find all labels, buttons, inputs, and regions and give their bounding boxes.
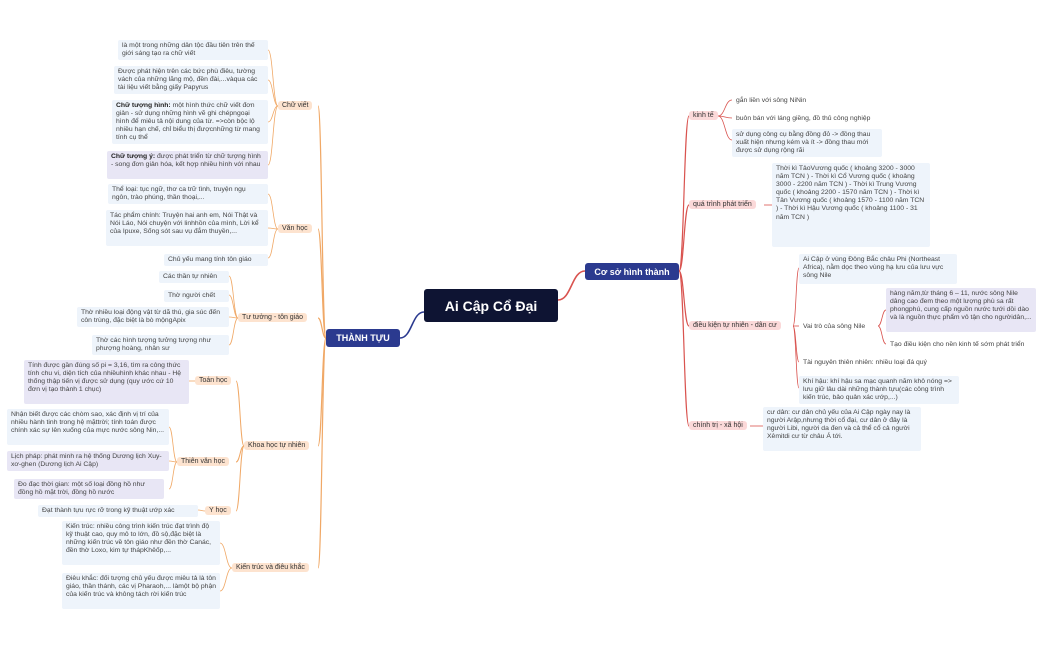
link-root-left bbox=[399, 311, 425, 339]
link-van-hoc-0 bbox=[267, 193, 279, 230]
link-van-hoc-1 bbox=[267, 227, 279, 230]
link-left-branch-1 bbox=[317, 228, 327, 339]
leaf-cu-dan: cư dân: cư dân chủ yếu của Ai Cập ngày n… bbox=[763, 407, 921, 451]
link-right-branch-0 bbox=[678, 115, 690, 272]
main-topic-thanh-tuu[interactable]: THÀNH TỰU bbox=[326, 329, 400, 347]
topic-chu-viet[interactable]: Chữ viết bbox=[278, 101, 313, 110]
leaf-chu-tuong-hinh: Chữ tượng hình: một hình thức chữ viết đ… bbox=[112, 100, 268, 144]
link-right-branch-1 bbox=[678, 204, 690, 272]
topic-kinh-te[interactable]: kinh tế bbox=[689, 111, 718, 120]
leaf-tac-pham: Tác phẩm chính: Truyện hai anh em, Nói T… bbox=[106, 210, 268, 246]
leaf-kinh-te-3: sử dụng công cụ bằng đồng đỏ -> đồng tha… bbox=[732, 129, 882, 157]
leaf-kinh-te-2: buôn bán với láng giềng, đồ thủ công ngh… bbox=[736, 115, 871, 122]
leaf-do-dac-thoi-gian: Đo đạc thời gian: một số loại đồng hồ nh… bbox=[14, 479, 164, 499]
link-tu-tuong-0 bbox=[228, 275, 239, 319]
leaf-kinh-te-1: gắn liền với sông NiNin bbox=[736, 97, 807, 104]
leaf-tho-dong-vat: Thờ nhiều loại động vật từ dã thú, gia s… bbox=[77, 307, 229, 327]
link-y-hoc bbox=[197, 509, 206, 512]
link-chu-viet-0 bbox=[267, 49, 279, 107]
link-khoa-hoc-0 bbox=[235, 380, 245, 447]
link-thien-van-0 bbox=[168, 426, 178, 463]
link-kien-truc-0 bbox=[219, 542, 233, 569]
link-left-branch-4 bbox=[317, 337, 327, 569]
leaf-nile-phu-sa: hàng năm,từ tháng 6 – 11, nước sông Nile… bbox=[886, 288, 1036, 332]
topic-tu-tuong-ton-giao[interactable]: Tư tưởng - tôn giáo bbox=[238, 313, 308, 322]
link-tu-tuong-2 bbox=[228, 316, 239, 319]
topic-y-hoc[interactable]: Y học bbox=[205, 506, 231, 515]
leaf-toan-hoc: Tính được gần đúng số pi = 3,16, tìm ra … bbox=[24, 360, 189, 404]
leaf-qua-trinh-phat-trien: Thời kì TảoVương quốc ( khoảng 3200 - 30… bbox=[772, 163, 930, 247]
leaf-chu-viet-2: Được phát hiện trên các bức phù điêu, tư… bbox=[114, 66, 268, 94]
leaf-chom-sao: Nhận biết được các chòm sao, xác định vị… bbox=[7, 409, 169, 445]
leaf-lich-phap: Lịch pháp: phát minh ra hệ thống Dương l… bbox=[7, 451, 169, 471]
leaf-vai-tro-song-nile[interactable]: Vai trò của sông Nile bbox=[803, 323, 866, 330]
leaf-tai-nguyen: Tài nguyên thiên nhiên: nhiều loại đá qu… bbox=[803, 359, 927, 366]
link-kien-truc-1 bbox=[219, 567, 233, 592]
link-left-branch-0 bbox=[317, 105, 327, 339]
leaf-tho-hinh-tuong: Thờ các hình tượng tưởng tượng như phượn… bbox=[92, 335, 229, 355]
link-khoa-hoc-2 bbox=[235, 445, 245, 512]
link-chu-viet-1 bbox=[267, 79, 279, 107]
root-topic[interactable]: Ai Cập Cổ Đại bbox=[424, 289, 558, 322]
leaf-kien-truc: Kiến trúc: nhiều công trình kiến trúc đạ… bbox=[62, 521, 220, 565]
link-chu-viet-3 bbox=[267, 105, 279, 166]
leaf-chu-tuong-y: Chữ tượng ý: được phát triển từ chữ tượn… bbox=[107, 151, 268, 179]
topic-toan-hoc[interactable]: Toán học bbox=[195, 376, 232, 385]
link-dieu-kien-0 bbox=[792, 267, 800, 327]
link-dieu-kien-3 bbox=[792, 325, 800, 389]
link-right-branch-3 bbox=[678, 270, 690, 427]
link-kinh-te-2 bbox=[717, 115, 733, 141]
link-tu-tuong-3 bbox=[228, 317, 239, 346]
link-kinh-te-0 bbox=[717, 99, 733, 117]
link-root-right bbox=[557, 270, 586, 301]
leaf-than-tu-nhien: Các thần tự nhiên bbox=[159, 271, 229, 284]
link-right-branch-2 bbox=[678, 270, 690, 327]
link-nile-0 bbox=[877, 309, 887, 327]
leaf-ton-giao-van-hoc: Chủ yếu mang tính tôn giáo bbox=[164, 254, 268, 267]
topic-dieu-kien-tu-nhien[interactable]: điều kiện tự nhiên - dân cư bbox=[689, 321, 781, 330]
link-van-hoc-2 bbox=[267, 228, 279, 259]
topic-van-hoc[interactable]: Văn học bbox=[278, 224, 312, 233]
leaf-khi-hau: Khí hậu: khí hậu sa mạc quanh năm khô nó… bbox=[799, 376, 959, 404]
main-topic-co-so-hinh-thanh[interactable]: Cơ sở hình thành bbox=[585, 263, 679, 280]
link-thien-van-2 bbox=[168, 461, 178, 490]
topic-khoa-hoc-tu-nhien[interactable]: Khoa học tự nhiên bbox=[244, 441, 310, 450]
leaf-nile-kinh-te: Tạo điều kiện cho nền kinh tế sớm phát t… bbox=[890, 341, 1025, 348]
leaf-chu-viet-1: là một trong những dân tộc đầu tiên trên… bbox=[118, 40, 268, 60]
link-thien-van-1 bbox=[168, 460, 178, 463]
topic-chinh-tri-xa-hoi[interactable]: chính trị - xã hội bbox=[689, 421, 747, 430]
link-khoa-hoc-1 bbox=[235, 445, 245, 463]
link-tu-tuong-1 bbox=[228, 294, 239, 319]
link-left-branch-2 bbox=[317, 317, 327, 339]
leaf-uop-xac: Đạt thành tựu rực rỡ trong kỹ thuật ướp … bbox=[38, 505, 198, 518]
topic-thien-van-hoc[interactable]: Thiên văn học bbox=[177, 457, 229, 466]
topic-kien-truc-dieu-khac[interactable]: Kiến trúc và điêu khắc bbox=[232, 563, 309, 572]
topic-qua-trinh-phat-trien[interactable]: quá trình phát triển bbox=[689, 200, 756, 209]
leaf-the-loai: Thể loại: tục ngữ, thơ ca trữ tình, truy… bbox=[108, 184, 268, 204]
leaf-dieu-khac: Điêu khắc: đối tượng chủ yếu được miêu t… bbox=[62, 573, 220, 609]
leaf-vi-tri-dia-ly: Ai Cập ở vùng Đông Bắc châu Phi (Northea… bbox=[799, 254, 957, 284]
link-nile-1 bbox=[877, 325, 887, 345]
leaf-tho-nguoi-chet: Thờ người chết bbox=[164, 290, 229, 303]
